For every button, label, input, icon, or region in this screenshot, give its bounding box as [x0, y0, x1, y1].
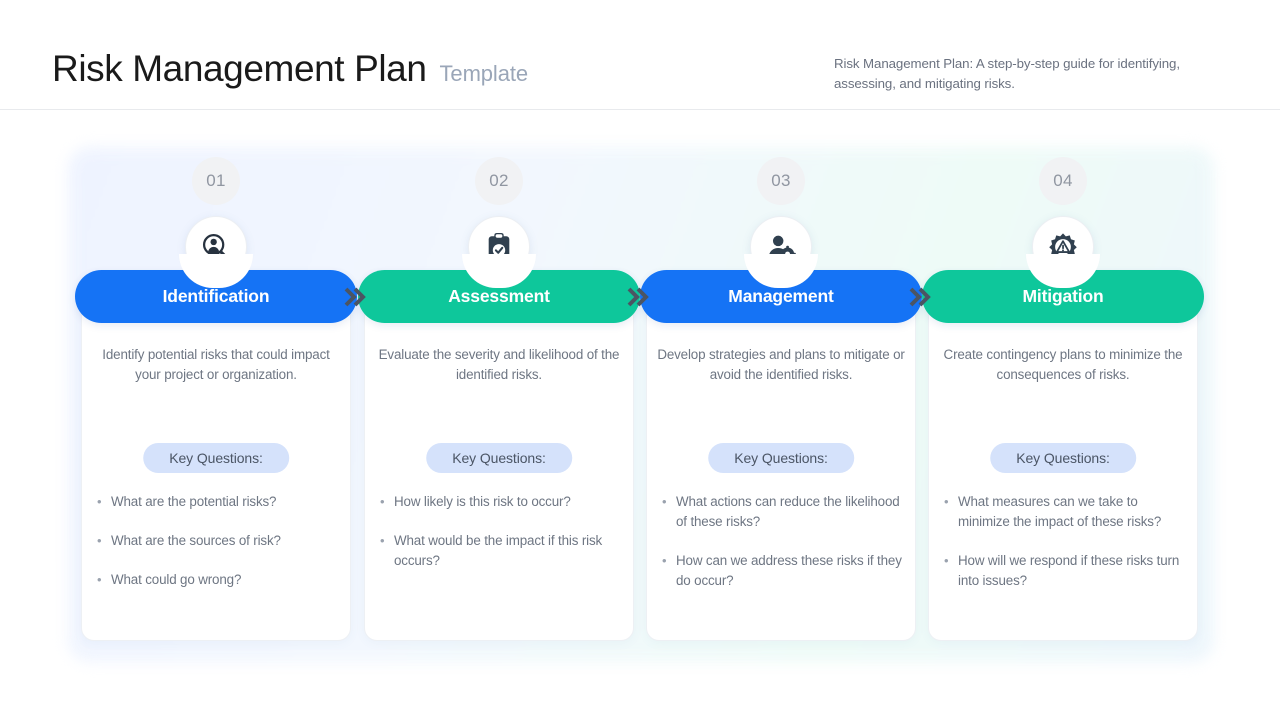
key-questions-badge: Key Questions:	[426, 443, 572, 473]
stage-number-badge: 02	[475, 157, 523, 205]
key-questions-list: • What actions can reduce the likelihood …	[662, 492, 907, 610]
key-question-item: • How likely is this risk to occur?	[380, 492, 625, 512]
stage-title-pill[interactable]: Management	[640, 254, 922, 323]
clipboard-check-icon	[485, 232, 513, 262]
stage-title-label: Mitigation	[1022, 286, 1104, 306]
key-question-item: • What are the potential risks?	[97, 492, 342, 512]
key-question-text: What actions can reduce the likelihood o…	[676, 494, 900, 529]
stage-title-label: Management	[728, 286, 834, 306]
page-title: Risk Management Plan Template	[52, 50, 528, 87]
bullet-dot-icon: •	[380, 533, 385, 548]
pill-notch	[179, 254, 253, 288]
key-question-text: What are the potential risks?	[111, 494, 277, 509]
key-questions-list: • What are the potential risks? • What are …	[97, 492, 342, 609]
key-question-item: • How will we respond if these risks turn…	[944, 551, 1189, 591]
key-questions-badge: Key Questions:	[708, 443, 854, 473]
bullet-dot-icon: •	[662, 494, 667, 509]
stage-description: Develop strategies and plans to mitigate…	[657, 347, 905, 382]
bullet-dot-icon: •	[97, 494, 102, 509]
stage-description: Evaluate the severity and likelihood of …	[378, 347, 620, 382]
stage-title-pill[interactable]: Assessment	[358, 254, 640, 323]
key-question-text: What would be the impact if this risk oc…	[394, 533, 603, 568]
key-question-item: • What could go wrong?	[97, 570, 342, 590]
bullet-dot-icon: •	[97, 572, 102, 587]
page-title-template-label: Template	[439, 61, 529, 86]
stage-title-label: Assessment	[448, 286, 550, 306]
key-questions-list: • How likely is this risk to occur? • What …	[380, 492, 625, 590]
stage-description: Create contingency plans to minimize the…	[943, 347, 1183, 382]
double-chevron-right-icon	[344, 286, 370, 308]
key-question-item: • What measures can we take to minimize t…	[944, 492, 1189, 532]
key-questions-badge: Key Questions:	[990, 443, 1136, 473]
stage-description: Identify potential risks that could impa…	[102, 347, 330, 382]
key-question-item: • What actions can reduce the likelihood …	[662, 492, 907, 532]
key-question-text: What are the sources of risk?	[111, 533, 281, 548]
bullet-dot-icon: •	[944, 494, 949, 509]
pill-notch	[744, 254, 818, 288]
stage-number-badge: 03	[757, 157, 805, 205]
page-header: Risk Management Plan Template Risk Manag…	[0, 0, 1280, 110]
bullet-dot-icon: •	[944, 553, 949, 568]
bullet-dot-icon: •	[662, 553, 667, 568]
key-question-item: • How can we address these risks if they …	[662, 551, 907, 591]
key-question-text: How will we respond if these risks turn …	[958, 553, 1180, 588]
key-question-item: • What would be the impact if this risk o…	[380, 531, 625, 571]
stage-number-badge: 04	[1039, 157, 1087, 205]
stage-title-label: Identification	[162, 286, 270, 306]
page-title-main: Risk Management Plan	[52, 48, 427, 89]
pill-notch	[1026, 254, 1100, 288]
stage-title-pill[interactable]: Identification	[75, 254, 357, 323]
key-question-text: How can we address these risks if they d…	[676, 553, 902, 588]
key-question-text: How likely is this risk to occur?	[394, 494, 571, 509]
key-question-item: • What are the sources of risk?	[97, 531, 342, 551]
key-question-text: What measures can we take to minimize th…	[958, 494, 1162, 529]
key-questions-list: • What measures can we take to minimize t…	[944, 492, 1189, 610]
double-chevron-right-icon	[909, 286, 935, 308]
pill-notch	[462, 254, 536, 288]
stage-title-pill[interactable]: Mitigation	[922, 254, 1204, 323]
key-question-text: What could go wrong?	[111, 572, 242, 587]
stage-number-badge: 01	[192, 157, 240, 205]
key-questions-badge: Key Questions:	[143, 443, 289, 473]
page-description: Risk Management Plan: A step-by-step gui…	[834, 56, 1180, 91]
bullet-dot-icon: •	[97, 533, 102, 548]
bullet-dot-icon: •	[380, 494, 385, 509]
double-chevron-right-icon	[627, 286, 653, 308]
